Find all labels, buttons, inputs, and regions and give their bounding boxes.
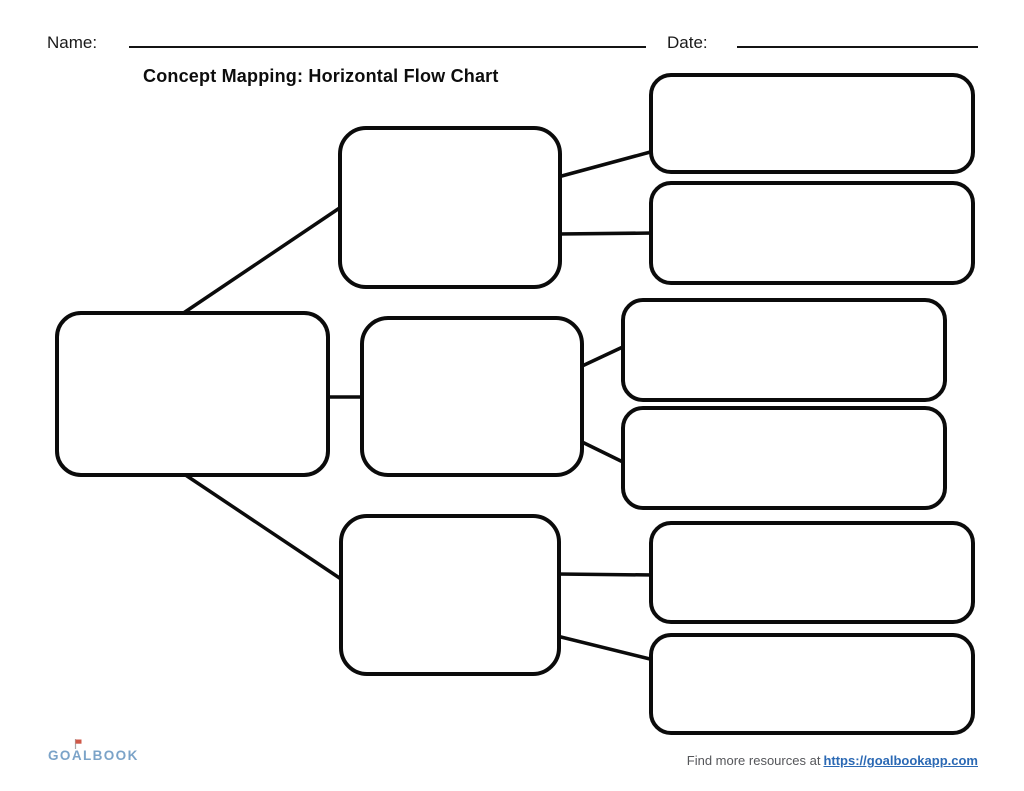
flag-icon bbox=[74, 739, 82, 749]
logo-text-lbook: LBOOK bbox=[82, 748, 139, 763]
connector-branch-bottom-to-leaf-bottom-1 bbox=[556, 572, 655, 577]
node-leaf-top-1[interactable] bbox=[649, 73, 975, 174]
logo-letter-a: A bbox=[71, 739, 83, 763]
node-leaf-top-2[interactable] bbox=[649, 181, 975, 285]
connector-root-to-branch-bottom bbox=[183, 472, 345, 583]
name-input-line[interactable] bbox=[129, 33, 646, 48]
resources-text: Find more resources at bbox=[686, 753, 821, 768]
node-leaf-middle-2[interactable] bbox=[621, 406, 947, 510]
node-branch-middle[interactable] bbox=[360, 316, 584, 477]
connector-root-to-branch-top bbox=[181, 203, 345, 316]
logo-text-a: A bbox=[71, 748, 83, 763]
connector-branch-middle-to-leaf-middle-1 bbox=[579, 343, 628, 369]
date-label: Date: bbox=[667, 33, 708, 52]
node-branch-bottom[interactable] bbox=[339, 514, 561, 676]
node-leaf-middle-1[interactable] bbox=[621, 298, 947, 402]
date-input-line[interactable] bbox=[737, 33, 978, 48]
logo-text-go: GO bbox=[48, 748, 72, 763]
resources-link[interactable]: https://goalbookapp.com bbox=[823, 753, 978, 768]
node-leaf-bottom-2[interactable] bbox=[649, 633, 975, 735]
connector-branch-top-to-leaf-top-2 bbox=[557, 231, 655, 236]
node-leaf-bottom-1[interactable] bbox=[649, 521, 975, 624]
connector-branch-middle-to-leaf-middle-2 bbox=[579, 439, 628, 466]
connector-branch-top-to-leaf-top-1 bbox=[557, 149, 655, 179]
node-root[interactable] bbox=[55, 311, 330, 477]
connector-branch-bottom-to-leaf-bottom-2 bbox=[556, 634, 655, 662]
node-branch-top[interactable] bbox=[338, 126, 562, 289]
name-label: Name: bbox=[47, 33, 98, 52]
page-title: Concept Mapping: Horizontal Flow Chart bbox=[143, 66, 499, 86]
